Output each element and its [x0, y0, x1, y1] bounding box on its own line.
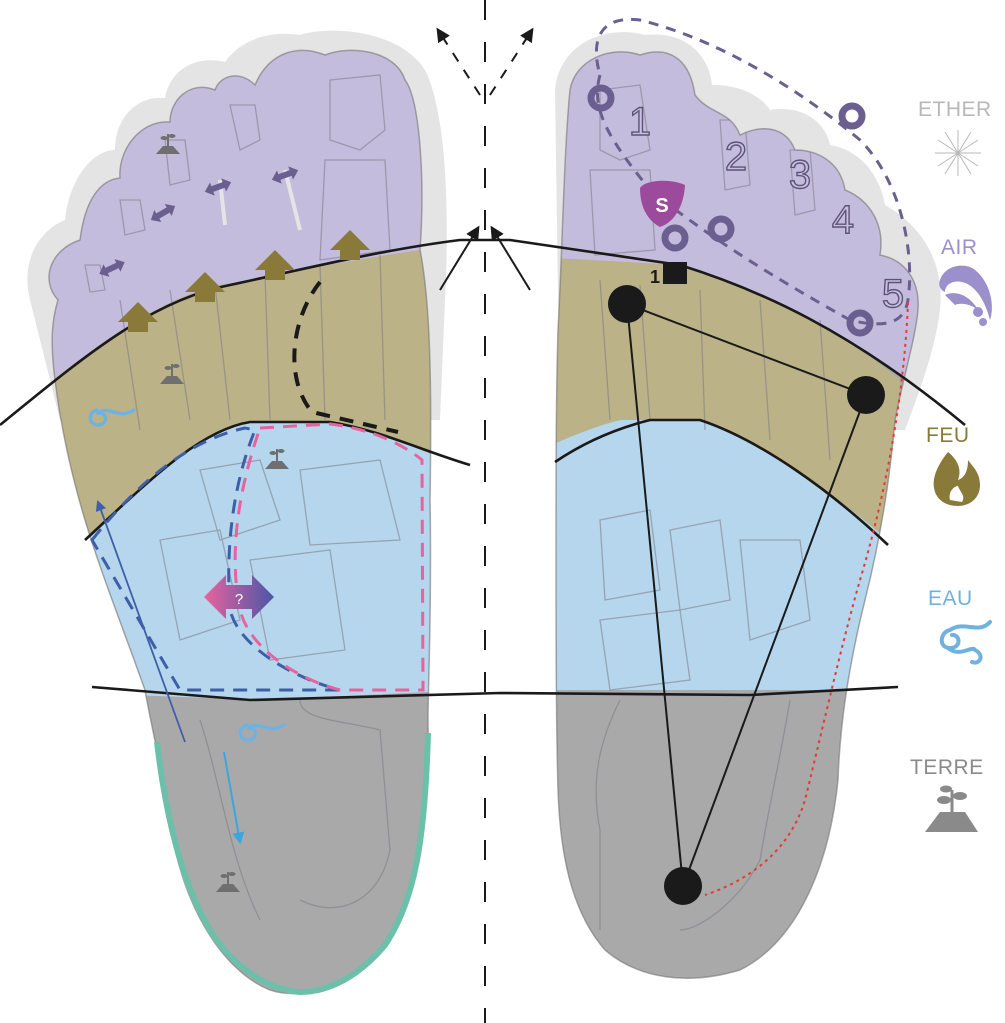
- lower-right-solid-arrow: [490, 225, 531, 291]
- up-arrow: [118, 302, 158, 332]
- square-marker-label: 1: [650, 267, 660, 287]
- up-arrow: [185, 272, 225, 302]
- toe-double-arrow: [204, 178, 232, 196]
- left-eau-markers: [88, 408, 286, 742]
- s-badge: S: [640, 180, 685, 227]
- starburst-icon: [935, 130, 981, 176]
- left-feu-zone: [49, 240, 431, 540]
- ring-marker: [587, 84, 615, 112]
- black-dashed-curve: [292, 280, 399, 434]
- wave-icon: [88, 408, 136, 427]
- right-feu-eau-boundary: [554, 418, 889, 546]
- right-bone-outlines: [589, 84, 831, 931]
- left-terre-markers: [156, 134, 289, 892]
- legend-eau-label: EAU: [928, 587, 973, 610]
- plant-mound-icon: [156, 134, 180, 154]
- converging-arrows: [439, 225, 531, 291]
- right-foot: [556, 51, 919, 979]
- toe-number-1: 1: [629, 100, 651, 144]
- diverging-arrows: [436, 27, 534, 96]
- toe-double-arrow: [99, 259, 125, 277]
- toe-number-4: 4: [832, 198, 854, 242]
- upper-right-dashed-arrow: [489, 27, 534, 96]
- toe-number-2: 2: [725, 135, 747, 179]
- ring-marker: [838, 102, 866, 130]
- blue-upward-arrow: [95, 499, 186, 743]
- toe-double-arrow: [150, 203, 176, 223]
- ring-marker: [707, 215, 735, 243]
- lower-left-solid-arrow: [439, 225, 480, 291]
- left-foot-outline: [48, 49, 432, 995]
- square-marker: [663, 262, 687, 284]
- exchange-double-arrow: ?: [204, 575, 274, 619]
- up-arrow: [330, 230, 370, 260]
- toe-number-5: 5: [882, 272, 904, 316]
- red-dotted-path: [704, 301, 909, 896]
- plant-mound-icon: [216, 872, 240, 892]
- heel-point: [664, 867, 702, 905]
- ring-marker: [661, 224, 689, 252]
- eau-terre-boundary: [91, 685, 899, 702]
- flame-icon: [933, 452, 980, 506]
- up-arrow: [255, 250, 295, 280]
- ball-point-little-toe: [847, 376, 885, 414]
- left-upward-arrows: [118, 230, 370, 332]
- exchange-arrow-label: ?: [235, 591, 243, 608]
- s-badge-label: S: [655, 195, 668, 217]
- toe-number-3: 3: [789, 153, 811, 197]
- legend-ether-label: ETHER: [918, 98, 992, 121]
- plant-mound-icon: [925, 785, 978, 832]
- waves-icon: [939, 620, 992, 665]
- ball-point-big-toe: [608, 285, 646, 323]
- right-feu-zone: [556, 255, 900, 550]
- upper-left-dashed-arrow: [436, 27, 481, 96]
- wave-icon: [238, 723, 286, 742]
- plant-mound-icon: [160, 364, 184, 384]
- plant-mound-icon: [265, 449, 289, 469]
- air-feu-boundary: [0, 238, 966, 427]
- legend-terre-label: TERRE: [910, 756, 984, 779]
- heel-outline: [154, 732, 431, 996]
- tripod-lines: [626, 303, 867, 887]
- ring-markers: [587, 84, 874, 337]
- legend-feu-label: FEU: [926, 424, 970, 447]
- left-toe-double-arrows: [99, 166, 299, 277]
- ring-marker: [846, 309, 874, 337]
- legend-air-label: AIR: [941, 236, 978, 259]
- wind-icon: [939, 265, 992, 326]
- tripod-points: [608, 285, 885, 905]
- cyan-downward-arrow: [223, 751, 245, 845]
- toe-double-arrow: [271, 166, 299, 184]
- blue-dashed-region: [90, 426, 341, 692]
- right-foot-outline: [555, 51, 919, 979]
